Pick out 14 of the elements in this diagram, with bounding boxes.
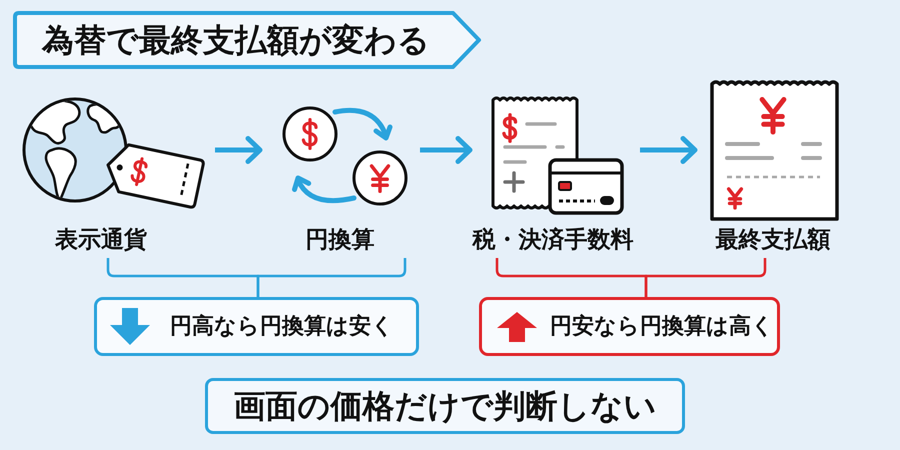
step-label: 円換算 <box>306 227 374 253</box>
step-label: 表示通貨 <box>55 227 147 253</box>
step-label: 税・決済手数料 <box>472 227 634 253</box>
flow-arrow <box>640 136 698 164</box>
flow-arrow <box>420 136 472 164</box>
step-label: 最終支払額 <box>716 227 830 253</box>
note-panel <box>94 297 419 356</box>
note-text: 円高なら円換算は安く <box>170 314 394 340</box>
flow-arrow <box>215 136 262 164</box>
conclusion-text: 画面の価格だけで判断しない <box>234 387 656 425</box>
conclusion-panel <box>205 378 685 434</box>
note-panel <box>479 297 780 356</box>
diagram-title: 為替で最終支払額が変わる <box>42 21 430 59</box>
note-text: 円安なら円換算は高く <box>550 314 774 340</box>
